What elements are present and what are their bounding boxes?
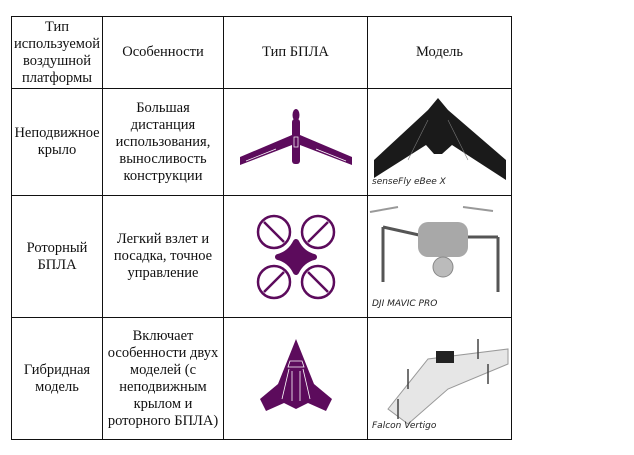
header-features: Особенности [102, 16, 224, 89]
table-row: Роторный БПЛА Легкий взлет и посадка, то… [11, 195, 512, 318]
platform-type: Неподвижное крыло [11, 88, 103, 196]
ebee-drone-image [374, 97, 506, 180]
model-photo: senseFly eBee X [367, 88, 512, 196]
features: Большая дистанция использования, выносли… [102, 88, 224, 196]
header-platform-type: Тип используемой воздушной платформы [11, 16, 103, 89]
fixed-wing-icon [239, 109, 352, 165]
features: Легкий взлет и посадка, точное управлени… [102, 195, 224, 318]
falcon-vertigo-image [387, 338, 509, 425]
uav-type-cell [223, 88, 368, 196]
table-row: Гибридная модель Включает особенности дв… [11, 317, 512, 440]
model-caption: DJI MAVIC PRO [372, 299, 438, 309]
platform-type: Гибридная модель [11, 317, 103, 440]
model-photo: Falcon Vertigo [367, 317, 512, 440]
uav-comparison-table: Тип используемой воздушной платформы Осо… [11, 16, 512, 440]
platform-type: Роторный БПЛА [11, 195, 103, 318]
uav-type-cell [223, 195, 368, 318]
header-model: Модель [367, 16, 512, 89]
quadcopter-icon [256, 214, 335, 299]
uav-type-cell [223, 317, 368, 440]
model-caption: Falcon Vertigo [372, 421, 437, 431]
hybrid-drone-icon [259, 338, 332, 411]
table-row: Неподвижное крыло Большая дистанция испо… [11, 88, 512, 196]
header-uav-type: Тип БПЛА [223, 16, 368, 89]
features: Включает особенности двух моделей (с неп… [102, 317, 224, 440]
header-row: Тип используемой воздушной платформы Осо… [11, 16, 512, 89]
mavic-drone-image [369, 205, 500, 292]
model-photo: DJI MAVIC PRO [367, 195, 512, 318]
model-caption: senseFly eBee X [372, 177, 446, 187]
